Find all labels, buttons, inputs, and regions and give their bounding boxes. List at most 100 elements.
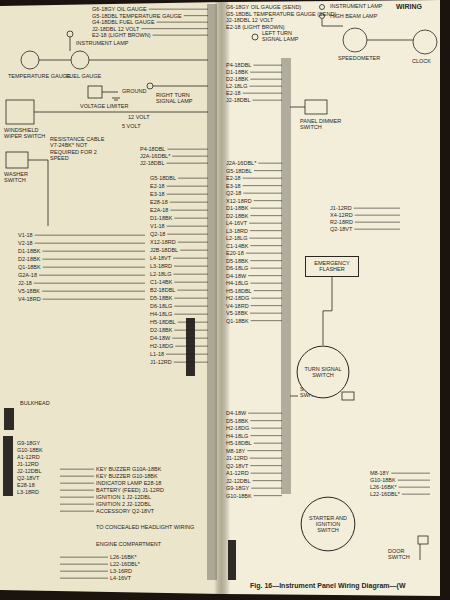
wire-label: L4-16VT <box>226 220 247 226</box>
wire-label: VOLTAGE LIMITER <box>80 103 128 109</box>
wire-label: L26-16BK* <box>370 484 397 490</box>
wire <box>35 235 145 236</box>
wire-label: D1-18BK <box>226 69 248 75</box>
wire <box>243 178 282 179</box>
wire-bundle <box>214 4 215 580</box>
wire-label: J2-18DBL <box>140 160 164 166</box>
wire-bundle <box>208 4 209 580</box>
wire <box>254 290 282 291</box>
node-text: EMERGENCY FLASHER <box>310 260 354 273</box>
wire-label: RIGHT TURN SIGNAL LAMP <box>156 92 204 105</box>
wire-label: V5-18BK <box>226 310 248 316</box>
wire-label: G6-18GY OIL GAUGE (SEND) <box>226 4 301 10</box>
wire-label: D4-18W <box>226 410 246 416</box>
wire <box>48 160 49 226</box>
connector-block <box>228 540 236 580</box>
wire-bundle <box>282 58 283 494</box>
wire-label: X12-18RD <box>150 239 176 245</box>
wire-label: V4-18RD <box>18 296 41 302</box>
wire-label: E20-18 <box>226 250 244 256</box>
wire <box>39 275 145 276</box>
wire <box>174 306 208 307</box>
wire <box>250 215 282 216</box>
wire <box>250 260 282 261</box>
wire <box>153 35 208 36</box>
wire-label: D2-18BK <box>226 76 248 82</box>
switch-symbol <box>305 100 327 114</box>
wire-label: C1-14BK <box>150 279 172 285</box>
wire <box>290 396 298 397</box>
wire-label: A1-12RD <box>226 470 249 476</box>
wire <box>60 483 94 484</box>
wire <box>157 22 208 23</box>
wire-label: D4-18W <box>150 335 170 341</box>
wire <box>420 544 421 560</box>
node-text: STARTER AND IGNITION SWITCH <box>306 515 350 534</box>
wire <box>43 267 145 268</box>
wire-label: X4-12RD <box>330 212 353 218</box>
wire <box>243 93 282 94</box>
wire <box>355 222 400 223</box>
wire-label: H4-18LG <box>226 433 248 439</box>
wire <box>252 100 282 101</box>
wire <box>180 250 208 251</box>
wire-label: G5-18DBL <box>150 175 176 181</box>
wire-label: BULKHEAD <box>20 400 50 406</box>
wire <box>60 490 94 491</box>
wire <box>60 511 94 512</box>
wire-label: E28-18 <box>17 482 35 488</box>
wire-label: ACCESSORY Q2-18VT <box>96 508 154 514</box>
wire-label: WINDSHIELD WIPER SWITCH <box>4 127 46 140</box>
wire <box>253 65 282 66</box>
wire-label: L22-16DBL* <box>370 491 400 497</box>
wire-label: L2-18LG <box>226 235 247 241</box>
wire-label: D1-18BK <box>150 215 172 221</box>
wire-label: C1-14BK <box>226 243 248 249</box>
wire-label: V4-18RD <box>226 303 249 309</box>
wire-label: V1-18 <box>18 232 33 238</box>
wire-label: KEY BUZZER G10-18BK <box>96 473 158 479</box>
wire-label: G5-18DBL TEMPERATURE GAUGE <box>92 13 182 19</box>
figure-caption: Fig. 16—Instrument Panel Wiring Diagram—… <box>250 582 406 589</box>
wire <box>251 473 282 474</box>
wire <box>250 72 282 73</box>
wire <box>167 226 208 227</box>
wire-label: J2-12DBL <box>17 468 41 474</box>
wire <box>251 488 282 489</box>
wire-label: E2-18 <box>150 183 165 189</box>
wire-label: Q1-18BK <box>18 264 41 270</box>
wire-label: J2-12DBL <box>226 478 250 484</box>
wire-label: X12-18RD <box>226 198 252 204</box>
wire <box>367 40 413 41</box>
wire-label: G4-18DBL FUEL GAUGE <box>92 19 155 25</box>
wire-label: D2-18BK <box>226 213 248 219</box>
wire <box>60 578 108 579</box>
speedometer-symbol <box>343 28 367 52</box>
wire <box>243 193 282 194</box>
wire <box>102 92 118 93</box>
wire-label: SPEEDOMETER <box>338 55 380 61</box>
wire <box>322 19 323 26</box>
wire-label: G9-18GY <box>226 485 249 491</box>
wire <box>70 37 71 51</box>
wire <box>252 480 282 481</box>
wire <box>172 338 208 339</box>
wire-label: G5-18DBL <box>226 168 252 174</box>
wire <box>149 9 208 10</box>
lamp-symbol <box>252 34 258 40</box>
wire <box>174 218 208 219</box>
lamp-symbol <box>147 83 153 89</box>
wire-label: KEY BUZZER G10A-18BK <box>96 466 161 472</box>
wire <box>251 298 282 299</box>
wire <box>178 322 208 323</box>
wire <box>250 283 282 284</box>
gauge-symbol <box>71 51 89 69</box>
wire-bundle <box>284 58 285 494</box>
wire-label: J2A-16DBL* <box>226 160 256 166</box>
wire-label: ENGINE COMPARTMENT <box>96 541 161 547</box>
wire <box>250 435 282 436</box>
node-text: TURN SIGNAL SWITCH <box>301 366 345 379</box>
wire-label: D1-18BK <box>18 248 40 254</box>
clock-symbol <box>413 30 437 54</box>
